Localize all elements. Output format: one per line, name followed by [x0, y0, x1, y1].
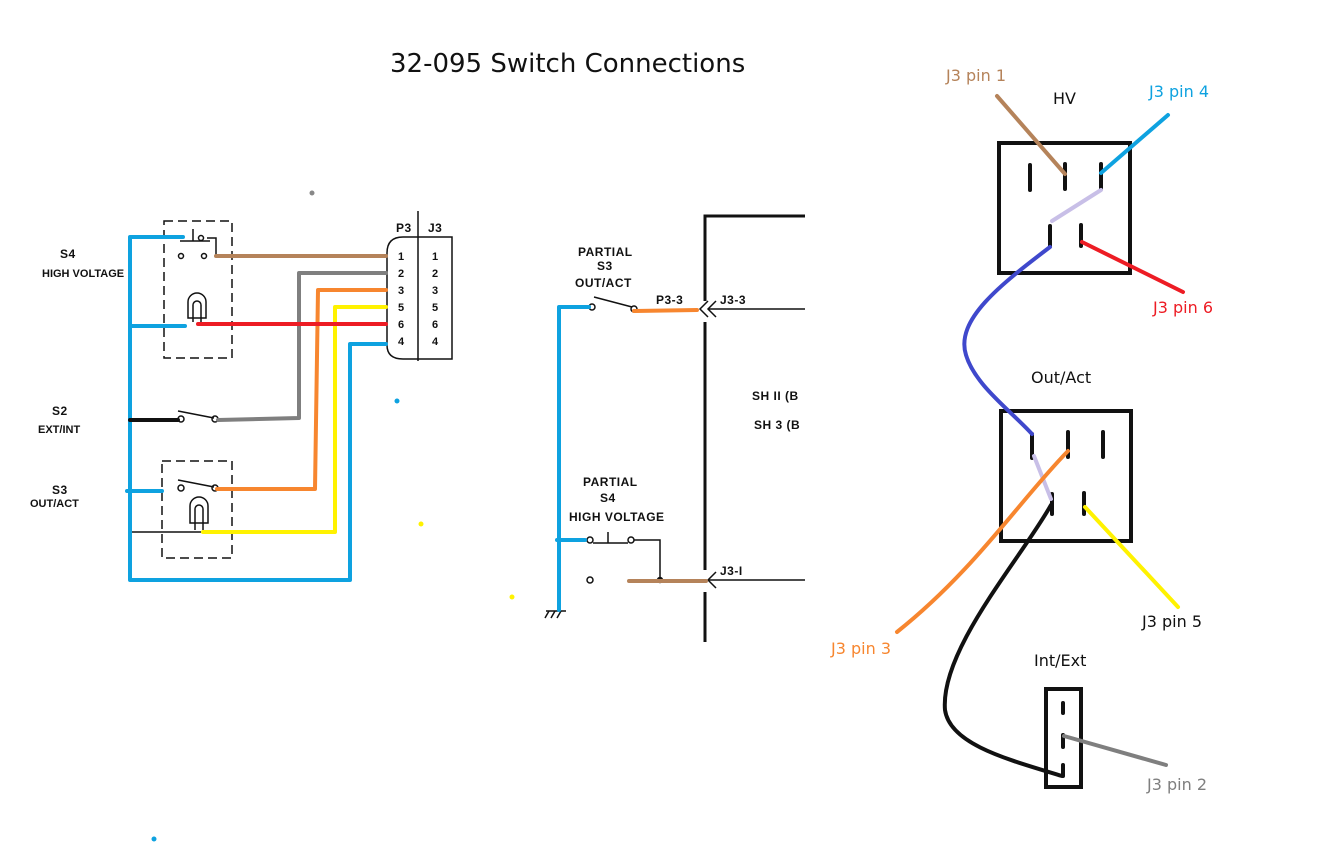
- label-j3-pin3: J3 pin 3: [830, 639, 891, 658]
- p3-pin-label: 4: [398, 336, 405, 348]
- stray-marks: [151, 190, 515, 842]
- s4-switch-housing: [163, 220, 233, 359]
- out-act-switch-label: Out/Act: [1031, 368, 1091, 387]
- sheet-ref-3: SH 3 (B: [754, 418, 800, 432]
- wire-jumper-hv: [1050, 188, 1103, 223]
- partial-s3-line2: S3: [597, 259, 613, 273]
- label-j3-pin2: J3 pin 2: [1146, 775, 1207, 794]
- j3-pin-label: 6: [432, 319, 438, 331]
- wire-yellow-out-act-pin5: [1083, 505, 1180, 609]
- wire-gray-pin2: [216, 271, 388, 422]
- p3-pin-label: 6: [398, 319, 404, 331]
- partial-s4-switch-symbol: [586, 532, 664, 584]
- label-j3-pin5: J3 pin 5: [1141, 612, 1202, 631]
- left-schematic: S4 HIGH VOLTAGE S2 EXT/INT S3 OUT/ACT: [30, 211, 453, 582]
- int-ext-switch-body: [1044, 687, 1083, 789]
- s3-switch-housing: [161, 460, 233, 559]
- hv-switch-body: [997, 141, 1132, 275]
- s4-switch-symbol: [177, 229, 217, 322]
- p3-header: P3: [396, 221, 412, 235]
- j3-header: J3: [428, 221, 442, 235]
- p3-pin-label: 1: [398, 251, 404, 263]
- s4-desc-label: HIGH VOLTAGE: [42, 268, 124, 280]
- p3-3-label: P3-3: [656, 293, 683, 307]
- j3-pin-label: 2: [432, 268, 438, 280]
- j3-pin-label: 5: [432, 302, 438, 314]
- j3-pin-label: 3: [432, 285, 438, 297]
- wire-blue-hv-pin4: [1099, 113, 1170, 175]
- right-wiring: HV Out/Act Int/Ext: [830, 66, 1213, 794]
- j3-1-label: J3-I: [720, 564, 743, 578]
- wire-blue-ground: [557, 305, 591, 612]
- middle-schematic: PARTIAL S3 OUT/ACT P3-3 J3-3 SH II (B SH…: [544, 214, 805, 642]
- wire-orange-p3-3: [632, 308, 699, 313]
- partial-s4-line1: PARTIAL: [583, 475, 638, 489]
- wire-yellow-pin5: [201, 305, 388, 534]
- s2-name-label: S2: [52, 404, 68, 418]
- p3-pin-label: 2: [398, 268, 404, 280]
- j3-pin-label: 4: [432, 336, 439, 348]
- s3-switch-symbol: [130, 479, 219, 533]
- hv-switch-terminals: [1028, 162, 1103, 248]
- diagram-title: 32-095 Switch Connections: [390, 49, 745, 79]
- label-j3-pin6: J3 pin 6: [1152, 298, 1213, 317]
- partial-s4-line3: HIGH VOLTAGE: [569, 510, 665, 524]
- s2-switch-symbol: [177, 410, 219, 423]
- partial-s3-switch-symbol: [588, 296, 638, 313]
- wire-black-out-act-to-int-ext: [942, 503, 1064, 778]
- j3-3-label: J3-3: [720, 293, 746, 307]
- connector-arrow-j3-1: [706, 571, 805, 589]
- p3-j3-connector: P3 J3 1 2 3 5 6 4 1 2 3 5 6 4: [386, 211, 453, 361]
- partial-s3-line3: OUT/ACT: [575, 276, 632, 290]
- j3-pin-label: 1: [432, 251, 438, 263]
- sheet-ref-11: SH II (B: [752, 389, 799, 403]
- partial-s3-line1: PARTIAL: [578, 245, 633, 259]
- p3-pin-label: 5: [398, 302, 404, 314]
- s3-name-label: S3: [52, 483, 68, 497]
- wire-blue-ground-bus: [128, 235, 388, 582]
- out-act-switch-body: [999, 409, 1133, 543]
- s2-desc-label: EXT/INT: [38, 424, 80, 436]
- wire-orange-pin3: [215, 288, 388, 491]
- s4-name-label: S4: [60, 247, 76, 261]
- label-j3-pin4: J3 pin 4: [1148, 82, 1209, 101]
- connector-arrow-j3-3: [698, 300, 805, 318]
- wire-indigo-hv-to-out-act: [962, 245, 1052, 436]
- harness-boundary-line: [703, 214, 805, 301]
- int-ext-switch-label: Int/Ext: [1034, 651, 1086, 670]
- s3-desc-label: OUT/ACT: [30, 498, 79, 510]
- hv-switch-label: HV: [1053, 89, 1076, 108]
- wire-brown-hv-pin1: [995, 94, 1067, 176]
- label-j3-pin1: J3 pin 1: [945, 66, 1006, 85]
- wire-red-hv-pin6: [1080, 240, 1185, 294]
- wire-orange-out-act-pin3: [895, 449, 1070, 634]
- partial-s4-line2: S4: [600, 491, 616, 505]
- p3-pin-label: 3: [398, 285, 404, 297]
- wire-gray-int-ext-pin2: [1062, 734, 1168, 767]
- ground-icon: [544, 610, 566, 619]
